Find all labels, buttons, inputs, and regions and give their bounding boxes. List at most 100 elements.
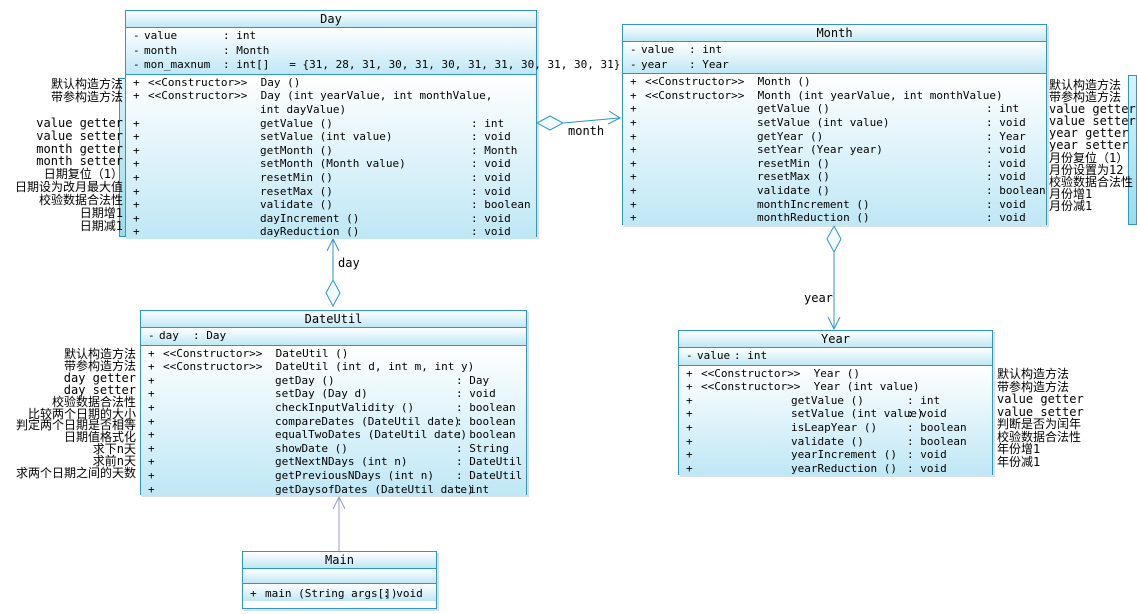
method-signature: getDay (): [275, 373, 335, 387]
attribute-name: month: [144, 43, 178, 57]
methods-compartment: +<<Constructor>> Day ()+<<Constructor>> …: [126, 74, 536, 239]
dependency-main-dateutil: [332, 495, 346, 551]
visibility-symbol: +: [686, 434, 693, 448]
method-signature: <<Constructor>> Month (int yearValue, in…: [645, 88, 1003, 102]
method-row: +getDay (): Day: [141, 374, 526, 388]
method-row: +yearIncrement (): void: [679, 448, 992, 462]
method-return-type: : void: [907, 461, 947, 475]
visibility-symbol: +: [686, 407, 693, 421]
method-row: +<<Constructor>> Month (int yearValue, i…: [623, 89, 1046, 103]
annotation-line: 年份减1: [997, 454, 1041, 469]
method-signature: main (String args[]): [265, 587, 398, 600]
visibility-symbol: +: [148, 455, 155, 469]
method-return-type: : void: [471, 184, 511, 198]
visibility-symbol: -: [133, 43, 140, 57]
method-row: +checkInputValidity (): boolean: [141, 401, 526, 415]
attribute-name: value: [641, 43, 675, 56]
visibility-symbol: +: [133, 116, 140, 130]
annotation-line: 求两个日期之间的天数: [15, 466, 136, 481]
method-signature: isLeapYear (): [791, 420, 878, 434]
visibility-symbol: -: [133, 29, 140, 42]
visibility-symbol: +: [148, 387, 155, 401]
visibility-symbol: -: [686, 349, 693, 362]
method-row: +dayReduction (): void: [126, 225, 536, 239]
method-return-type: : boolean: [907, 434, 967, 448]
method-row: +<<Constructor>> DateUtil (int d, int m,…: [141, 360, 526, 374]
method-row: + <<Constructor>> Year (): [679, 367, 992, 381]
visibility-symbol: +: [133, 170, 140, 184]
method-signature: getMonth (): [260, 143, 333, 157]
visibility-symbol: +: [630, 156, 637, 170]
annotation-line: 默认构造方法: [63, 347, 136, 361]
method-return-type: : void: [471, 211, 511, 225]
association-label-day: day: [338, 256, 360, 270]
method-signature: <<Constructor>> Year (): [701, 366, 860, 380]
visibility-symbol: +: [148, 346, 155, 360]
open-arrowhead-icon: [607, 110, 622, 125]
visibility-symbol: +: [148, 373, 155, 387]
method-signature: compareDates (DateUtil date): [275, 414, 461, 428]
method-return-type: : DateUtil: [456, 468, 523, 482]
open-arrowhead-icon: [326, 237, 340, 252]
attribute-type: : int: [689, 43, 723, 56]
methods-compartment: + <<Constructor>> DateUtil ()+<<Construct…: [141, 345, 526, 497]
attribute-name: value: [144, 29, 178, 42]
method-row: +setMonth (Month value): void: [126, 157, 536, 171]
class-title: Main: [243, 552, 436, 569]
method-row: +getValue (): int: [126, 117, 536, 131]
annotation-line: 判断是否为闰年: [997, 417, 1082, 431]
method-row: +getValue (): int: [623, 102, 1046, 116]
method-row: +setValue (int value): void: [623, 116, 1046, 130]
attribute-type: : int: [734, 349, 768, 362]
visibility-symbol: +: [148, 428, 155, 442]
method-row: +setValue (int value): void: [679, 407, 992, 421]
method-signature: <<Constructor>> DateUtil (): [163, 346, 349, 360]
visibility-symbol: +: [630, 75, 637, 89]
visibility-symbol: +: [133, 184, 140, 198]
visibility-symbol: +: [133, 89, 140, 103]
method-row: +compareDates (DateUtil date): boolean: [141, 415, 526, 429]
association-month-year: [826, 224, 842, 331]
attributes-compartment: [243, 569, 436, 584]
method-signature: resetMin (): [757, 156, 830, 170]
attribute-type: : Day: [193, 329, 227, 342]
method-return-type: : int: [986, 102, 1020, 116]
attributes-compartment: -value: int: [679, 348, 992, 366]
annotation-line: 月份减1: [1049, 198, 1093, 213]
annotation-line: value getter: [1049, 102, 1136, 117]
visibility-symbol: +: [148, 441, 155, 455]
method-row: +<<Constructor>> Day (): [126, 76, 536, 90]
annotation-line: 日期值格式化: [63, 430, 136, 445]
visibility-symbol: -: [148, 329, 155, 342]
annotation-line: value getter: [36, 115, 123, 130]
method-signature: dayIncrement (): [260, 211, 360, 225]
attribute-type: : Month: [223, 43, 270, 57]
method-signature: <<Constructor>> Month (): [645, 75, 811, 89]
methods-compartment: +main (String args[]): void: [243, 584, 436, 601]
method-row: +getNextNDays (int n): DateUtil: [141, 455, 526, 469]
annotation-line: month setter: [36, 154, 123, 169]
visibility-symbol: +: [686, 366, 693, 380]
attribute-name: day: [159, 329, 179, 342]
method-row: +isLeapYear (): boolean: [679, 421, 992, 435]
association-line: [562, 117, 620, 124]
visibility-symbol: +: [686, 393, 693, 407]
method-signature: getYear (): [757, 129, 824, 143]
annotation-line: 校验数据合法性: [51, 394, 136, 409]
visibility-symbol: -: [630, 57, 637, 71]
method-signature: validate (): [757, 183, 830, 197]
annotation-line: 带参构造方法: [1049, 90, 1122, 105]
method-signature: getValue (): [260, 116, 333, 130]
visibility-symbol: +: [250, 587, 257, 600]
aggregation-diamond: [535, 115, 565, 131]
annotation-line: month getter: [36, 141, 123, 156]
class-title: DateUtil: [141, 311, 526, 328]
annotation-line: value setter: [997, 404, 1084, 419]
method-row: +resetMax (): void: [623, 170, 1046, 184]
method-signature: setYear (Year year): [757, 143, 883, 157]
method-row: +getYear (): Year: [623, 130, 1046, 144]
method-return-type: : void: [471, 157, 511, 171]
annotation-line: 校验数据合法性: [997, 429, 1082, 444]
visibility-symbol: +: [630, 183, 637, 197]
